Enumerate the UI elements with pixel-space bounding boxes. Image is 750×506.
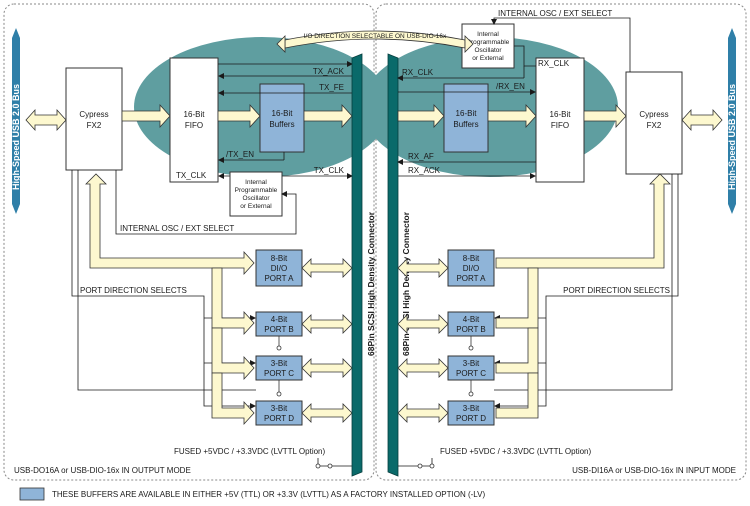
left-buf-line1: 16-Bit [272, 109, 294, 118]
svg-text:PORT A: PORT A [264, 274, 294, 283]
svg-text:DI/O: DI/O [271, 264, 287, 273]
svg-text:8-Bit: 8-Bit [271, 254, 288, 263]
right-usb-arrow [681, 108, 723, 132]
right-osc-l2: Programmable [467, 39, 510, 46]
left-fifo-box [169, 57, 219, 183]
svg-text:3-Bit: 3-Bit [463, 404, 480, 413]
left-fifo-line2: FIFO [185, 121, 203, 130]
right-buf-line2: Buffers [453, 120, 478, 129]
left-fused: FUSED +5VDC / +3.3VDC (LVTTL Option) [174, 447, 325, 456]
right-fifo-box [535, 57, 585, 183]
left-port-c: 3-Bit PORT C [255, 355, 303, 381]
svg-text:4-Bit: 4-Bit [271, 315, 288, 324]
right-port-b: 4-Bit PORT B [447, 311, 495, 337]
right-port-a: 8-Bit DI/O PORT A [447, 249, 495, 287]
left-fx2-box [65, 67, 123, 171]
legend-swatch [19, 487, 45, 501]
right-fifo-line1: 16-Bit [550, 110, 572, 119]
sig-tx-clk-b: TX_CLK [314, 166, 345, 175]
left-fx2-line2: FX2 [87, 121, 102, 130]
svg-text:8-Bit: 8-Bit [463, 254, 480, 263]
sig-tx-fe: TX_FE [319, 83, 344, 92]
left-osc-l2: Programmable [235, 187, 278, 194]
right-connector-label: 68Pin SCSI High Density Connector [401, 211, 411, 356]
right-usb-bus-label: High-Speed USB 2.0 Bus [727, 84, 737, 190]
right-mode: USB-DI16A or USB-DIO-16x IN INPUT MODE [572, 466, 736, 475]
svg-text:PORT C: PORT C [264, 369, 294, 378]
sig-tx-clk-a: TX_CLK [176, 171, 207, 180]
left-osc-select: INTERNAL OSC / EXT SELECT [120, 224, 234, 233]
left-fifo-buf-arrow [217, 103, 261, 129]
io-direction-text: I/O DIRECTION SELECTABLE ON USB-DIO-16x [304, 33, 447, 40]
left-osc-l1: Internal [245, 179, 267, 186]
right-port-dir: PORT DIRECTION SELECTS [563, 286, 670, 295]
left-usb-bus: High-Speed USB 2.0 Bus [11, 28, 21, 214]
sig-rx-af: RX_AF [408, 152, 434, 161]
left-port-bus [85, 173, 255, 276]
sig-tx-ack: TX_ACK [313, 67, 345, 76]
left-connector [351, 53, 363, 477]
right-fx2-line2: FX2 [647, 121, 662, 130]
sig-rx-clk-a: RX_CLK [402, 68, 434, 77]
right-fx2-box [625, 71, 683, 175]
svg-text:PORT A: PORT A [456, 274, 486, 283]
left-buf-conn-arrow [303, 103, 353, 129]
right-osc-select: INTERNAL OSC / EXT SELECT [498, 9, 612, 18]
right-conn-buf-arrow [397, 103, 445, 129]
left-port-a: 8-Bit DI/O PORT A [255, 249, 303, 287]
svg-text:PORT C: PORT C [456, 369, 486, 378]
sig-rx-ack: RX_ACK [408, 166, 441, 175]
right-usb-bus: High-Speed USB 2.0 Bus [727, 28, 737, 214]
left-mode: USB-DO16A or USB-DIO-16x IN OUTPUT MODE [14, 466, 191, 475]
right-buf-fifo-arrow [487, 103, 537, 129]
svg-text:3-Bit: 3-Bit [463, 359, 480, 368]
left-port-dir: PORT DIRECTION SELECTS [80, 286, 187, 295]
io-direction-banner: I/O DIRECTION SELECTABLE ON USB-DIO-16x [276, 30, 474, 53]
svg-text:PORT D: PORT D [264, 414, 294, 423]
right-buffers-box [443, 83, 489, 153]
right-fifo-fx2-arrow [583, 103, 627, 129]
left-fifo-line1: 16-Bit [184, 110, 206, 119]
left-fx2-fifo-arrow [121, 103, 171, 129]
left-frame [3, 3, 375, 481]
left-usb-arrow [25, 108, 67, 132]
right-fifo-line2: FIFO [551, 121, 569, 130]
left-port-b: 4-Bit PORT B [255, 311, 303, 337]
right-port-bus [495, 173, 671, 269]
right-osc-l4: or External [472, 55, 504, 62]
left-osc-l4: or External [240, 203, 272, 210]
left-fx2-line1: Cypress [79, 110, 108, 119]
sig-tx-en: /TX_EN [226, 150, 254, 159]
left-buffers-box [259, 83, 305, 153]
left-buf-line2: Buffers [269, 120, 294, 129]
right-port-d: 3-Bit PORT D [447, 400, 495, 426]
svg-text:3-Bit: 3-Bit [271, 359, 288, 368]
left-osc-box [229, 171, 283, 217]
right-buf-line1: 16-Bit [456, 109, 478, 118]
right-port-c: 3-Bit PORT C [447, 355, 495, 381]
legend-text: THESE BUFFERS ARE AVAILABLE IN EITHER +5… [52, 490, 485, 499]
left-usb-bus-label: High-Speed USB 2.0 Bus [11, 84, 21, 190]
left-connector-label: 68Pin SCSI High Density Connector [366, 211, 376, 356]
left-osc-l3: Oscillator [242, 195, 270, 202]
right-fused: FUSED +5VDC / +3.3VDC (LVTTL Option) [440, 447, 591, 456]
right-connector [387, 53, 399, 477]
svg-text:PORT D: PORT D [456, 414, 486, 423]
right-frame [375, 3, 747, 481]
svg-text:PORT B: PORT B [456, 325, 486, 334]
right-osc-l1: Internal [477, 31, 499, 38]
svg-text:PORT B: PORT B [264, 325, 294, 334]
right-osc-l3: Oscillator [474, 47, 502, 54]
sig-rx-en: /RX_EN [496, 82, 525, 91]
svg-text:3-Bit: 3-Bit [271, 404, 288, 413]
svg-text:DI/O: DI/O [463, 264, 479, 273]
sig-rx-clk-b: RX_CLK [538, 59, 570, 68]
left-port-d: 3-Bit PORT D [255, 400, 303, 426]
svg-text:4-Bit: 4-Bit [463, 315, 480, 324]
right-fx2-line1: Cypress [639, 110, 668, 119]
